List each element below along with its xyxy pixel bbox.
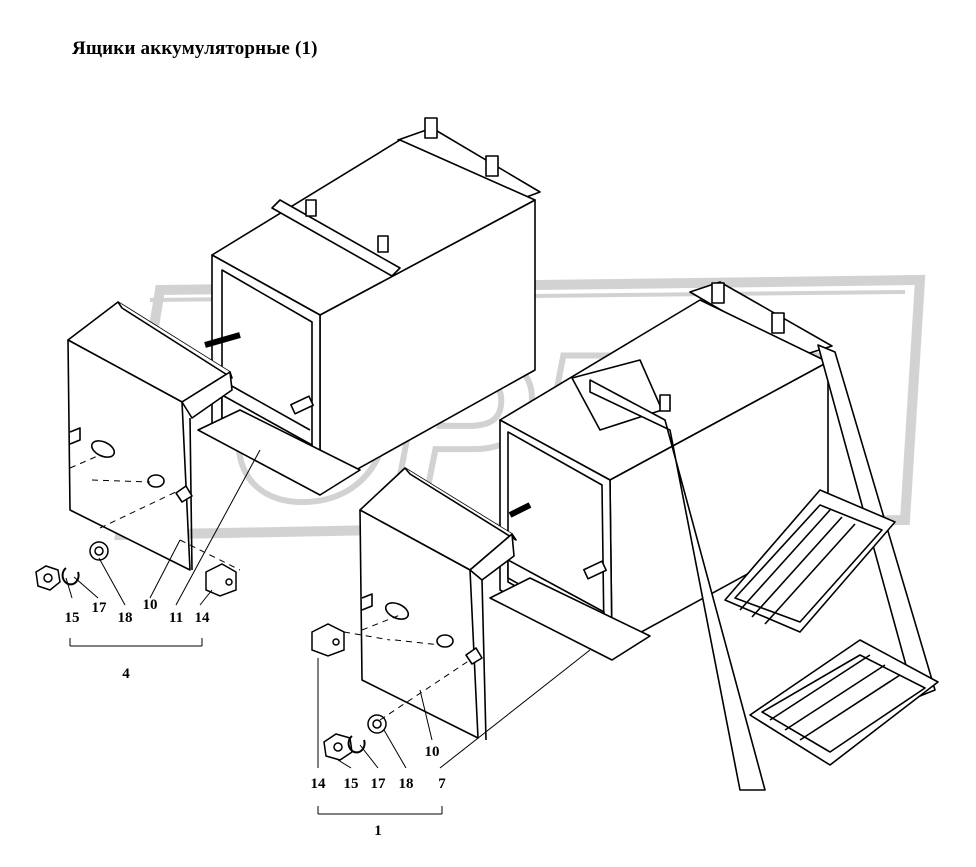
label-1: 1 <box>374 823 382 839</box>
label-14-left: 14 <box>195 610 211 626</box>
label-15-left: 15 <box>65 610 80 626</box>
right-lid-part-10 <box>359 467 517 741</box>
label-15-right: 15 <box>344 776 359 792</box>
spring-washer-icon <box>347 735 366 754</box>
latch-icon <box>205 563 237 597</box>
left-battery-box <box>197 117 541 496</box>
label-4: 4 <box>122 666 130 682</box>
page-title: Ящики аккумуляторные (1) <box>72 38 318 59</box>
label-11: 11 <box>169 610 183 626</box>
label-18-right: 18 <box>399 776 414 792</box>
ladder-steps <box>589 344 939 791</box>
left-leader-lines <box>65 449 261 647</box>
part-labels: 15 17 18 10 11 14 4 14 15 17 18 7 10 1 <box>65 597 447 839</box>
label-7: 7 <box>438 776 446 792</box>
right-hardware-set <box>311 623 387 761</box>
left-hardware-set <box>35 541 237 597</box>
latch-icon <box>311 623 345 657</box>
right-leader-lines <box>317 614 591 815</box>
label-17-right: 17 <box>371 776 387 792</box>
label-10-left: 10 <box>143 597 158 613</box>
spring-washer-icon <box>61 567 80 586</box>
label-10-right: 10 <box>425 744 440 760</box>
label-14-right: 14 <box>311 776 327 792</box>
left-lid-part-10 <box>67 301 233 571</box>
label-18-left: 18 <box>118 610 133 626</box>
label-17-left: 17 <box>92 600 108 616</box>
